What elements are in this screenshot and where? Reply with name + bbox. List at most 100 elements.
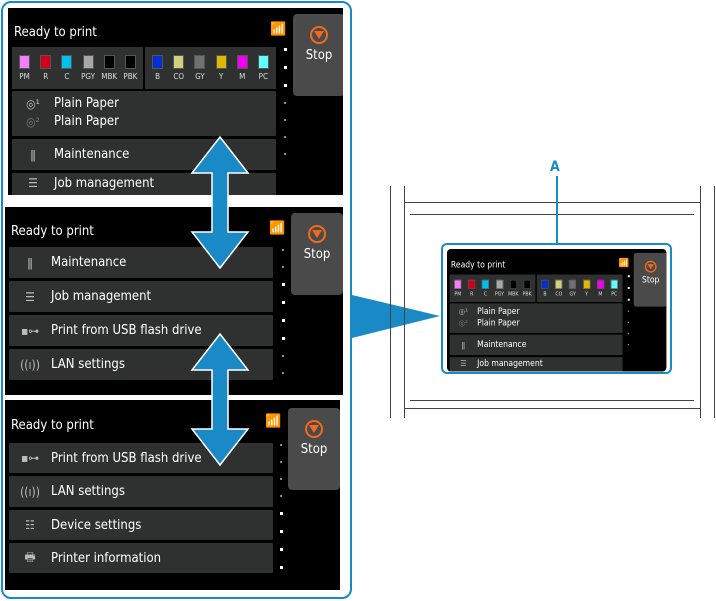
ink-pc: PC bbox=[253, 55, 273, 89]
label: Stop bbox=[303, 247, 331, 262]
printer-outline bbox=[714, 186, 715, 418]
printer-outline bbox=[404, 186, 405, 418]
ink-swatch bbox=[555, 279, 563, 289]
stop-button[interactable]: Stop bbox=[291, 213, 343, 295]
menu-device-settings[interactable]: ☷Device settings bbox=[9, 510, 273, 540]
label: Maintenance bbox=[51, 255, 127, 270]
label: Stop bbox=[641, 275, 660, 286]
label: LAN settings bbox=[51, 357, 125, 372]
roll1-icon: ◎¹ bbox=[26, 96, 40, 111]
ink-swatch bbox=[596, 279, 605, 289]
ink-swatch bbox=[236, 55, 248, 69]
ink-label: GY bbox=[569, 290, 576, 297]
sliders-icon: ☷ bbox=[25, 518, 35, 532]
ink-pgy: PGY bbox=[78, 55, 98, 89]
ink-swatch bbox=[541, 279, 549, 289]
scroll-arrow-icon bbox=[190, 332, 250, 467]
ink-label: M bbox=[598, 290, 603, 297]
ink-label: PC bbox=[258, 72, 269, 81]
ink-label: B bbox=[543, 290, 547, 297]
wifi-icon: 📶 bbox=[270, 22, 287, 37]
usb-icon: ▪⊶ bbox=[20, 323, 40, 338]
stop-button[interactable]: Stop bbox=[288, 408, 340, 490]
menu-usb[interactable]: ▪⊶ Print from USB flash drive bbox=[9, 315, 273, 346]
ink-label: PGY bbox=[494, 290, 504, 297]
ink-r: R bbox=[465, 279, 478, 302]
ink-label: PBK bbox=[123, 72, 138, 81]
ink-pbk: PBK bbox=[120, 55, 140, 89]
ink-b: B bbox=[538, 279, 551, 302]
tools-icon: ǁ bbox=[30, 147, 36, 162]
ink-swatch bbox=[523, 279, 531, 289]
stop-icon bbox=[310, 26, 328, 44]
printer-outline bbox=[410, 400, 694, 401]
label: LAN settings bbox=[51, 484, 125, 499]
ink-co: CO bbox=[169, 55, 189, 89]
ink-swatch bbox=[215, 55, 227, 69]
illustration-frame bbox=[1, 1, 352, 599]
menu-usb[interactable]: ▪⊶Print from USB flash drive bbox=[9, 443, 273, 473]
ink-pm: PM bbox=[15, 55, 35, 89]
ink-swatch bbox=[152, 55, 164, 69]
ink-swatch bbox=[40, 55, 52, 69]
menu-lan[interactable]: ((ı)) LAN settings bbox=[9, 476, 273, 507]
scroll-indicator bbox=[280, 249, 286, 374]
ink-label: PGY bbox=[81, 72, 95, 81]
callout-label: A bbox=[550, 159, 560, 175]
ink-label: C bbox=[64, 72, 70, 81]
label: Job management bbox=[477, 359, 543, 369]
printer-outline bbox=[404, 202, 700, 203]
ink-label: PC bbox=[611, 290, 618, 297]
ink-swatch bbox=[569, 279, 577, 289]
ink-label: B bbox=[155, 72, 161, 81]
ink-r: R bbox=[36, 55, 56, 89]
ink-gy: GY bbox=[566, 279, 579, 302]
ink-swatch bbox=[495, 279, 504, 289]
label: Print from USB flash drive bbox=[51, 323, 202, 338]
ink-swatch bbox=[481, 279, 490, 289]
ink-label: PM bbox=[19, 72, 30, 81]
ink-y: Y bbox=[580, 279, 593, 302]
list-icon: ☰ bbox=[460, 359, 467, 369]
list-icon: ☰ bbox=[28, 176, 38, 190]
menu-job-management: ☰ Job management bbox=[449, 357, 623, 372]
menu-job-management[interactable]: ☰Job management bbox=[9, 281, 273, 312]
printer-outline bbox=[410, 214, 694, 215]
ink-m: M bbox=[594, 279, 607, 302]
ink-label: PBK bbox=[522, 290, 532, 297]
roll2-icon: ◎² bbox=[458, 318, 468, 328]
stop-icon bbox=[308, 225, 326, 243]
ink-swatch bbox=[19, 55, 31, 69]
usb-icon: ▪⊶ bbox=[20, 451, 40, 465]
list-icon: ☰ bbox=[25, 289, 35, 304]
roll1-paper: Plain Paper bbox=[477, 306, 520, 317]
ink-swatch bbox=[454, 279, 462, 289]
menu-printer-information[interactable]: 🖶Printer information bbox=[9, 543, 273, 573]
ink-label: CO bbox=[173, 72, 185, 81]
ink-b: B bbox=[148, 55, 168, 89]
pointer-icon bbox=[352, 295, 440, 338]
antenna-icon: ((ı)) bbox=[20, 484, 40, 499]
roll2-paper: Plain Paper bbox=[54, 114, 119, 129]
ink-co: CO bbox=[552, 279, 565, 302]
screen-home-bottom: Ready to print 📶 ▪⊶Print from USB flash … bbox=[5, 400, 340, 590]
ink-y: Y bbox=[211, 55, 231, 89]
ink-swatch bbox=[610, 279, 618, 289]
ink-mbk: MBK bbox=[507, 279, 520, 302]
ink-swatch bbox=[509, 279, 517, 289]
ink-label: GY bbox=[195, 72, 205, 81]
stop-button[interactable]: Stop bbox=[293, 14, 343, 96]
ink-label: M bbox=[239, 72, 246, 81]
ink-label: C bbox=[483, 290, 488, 297]
ink-c: C bbox=[479, 279, 492, 302]
ink-pbk: PBK bbox=[521, 279, 534, 302]
stop-button: Stop bbox=[633, 252, 667, 307]
label: Job management bbox=[54, 176, 155, 191]
menu-job-management[interactable]: ☰ Job management bbox=[12, 173, 276, 195]
printer-info-icon: 🖶 bbox=[24, 549, 36, 564]
